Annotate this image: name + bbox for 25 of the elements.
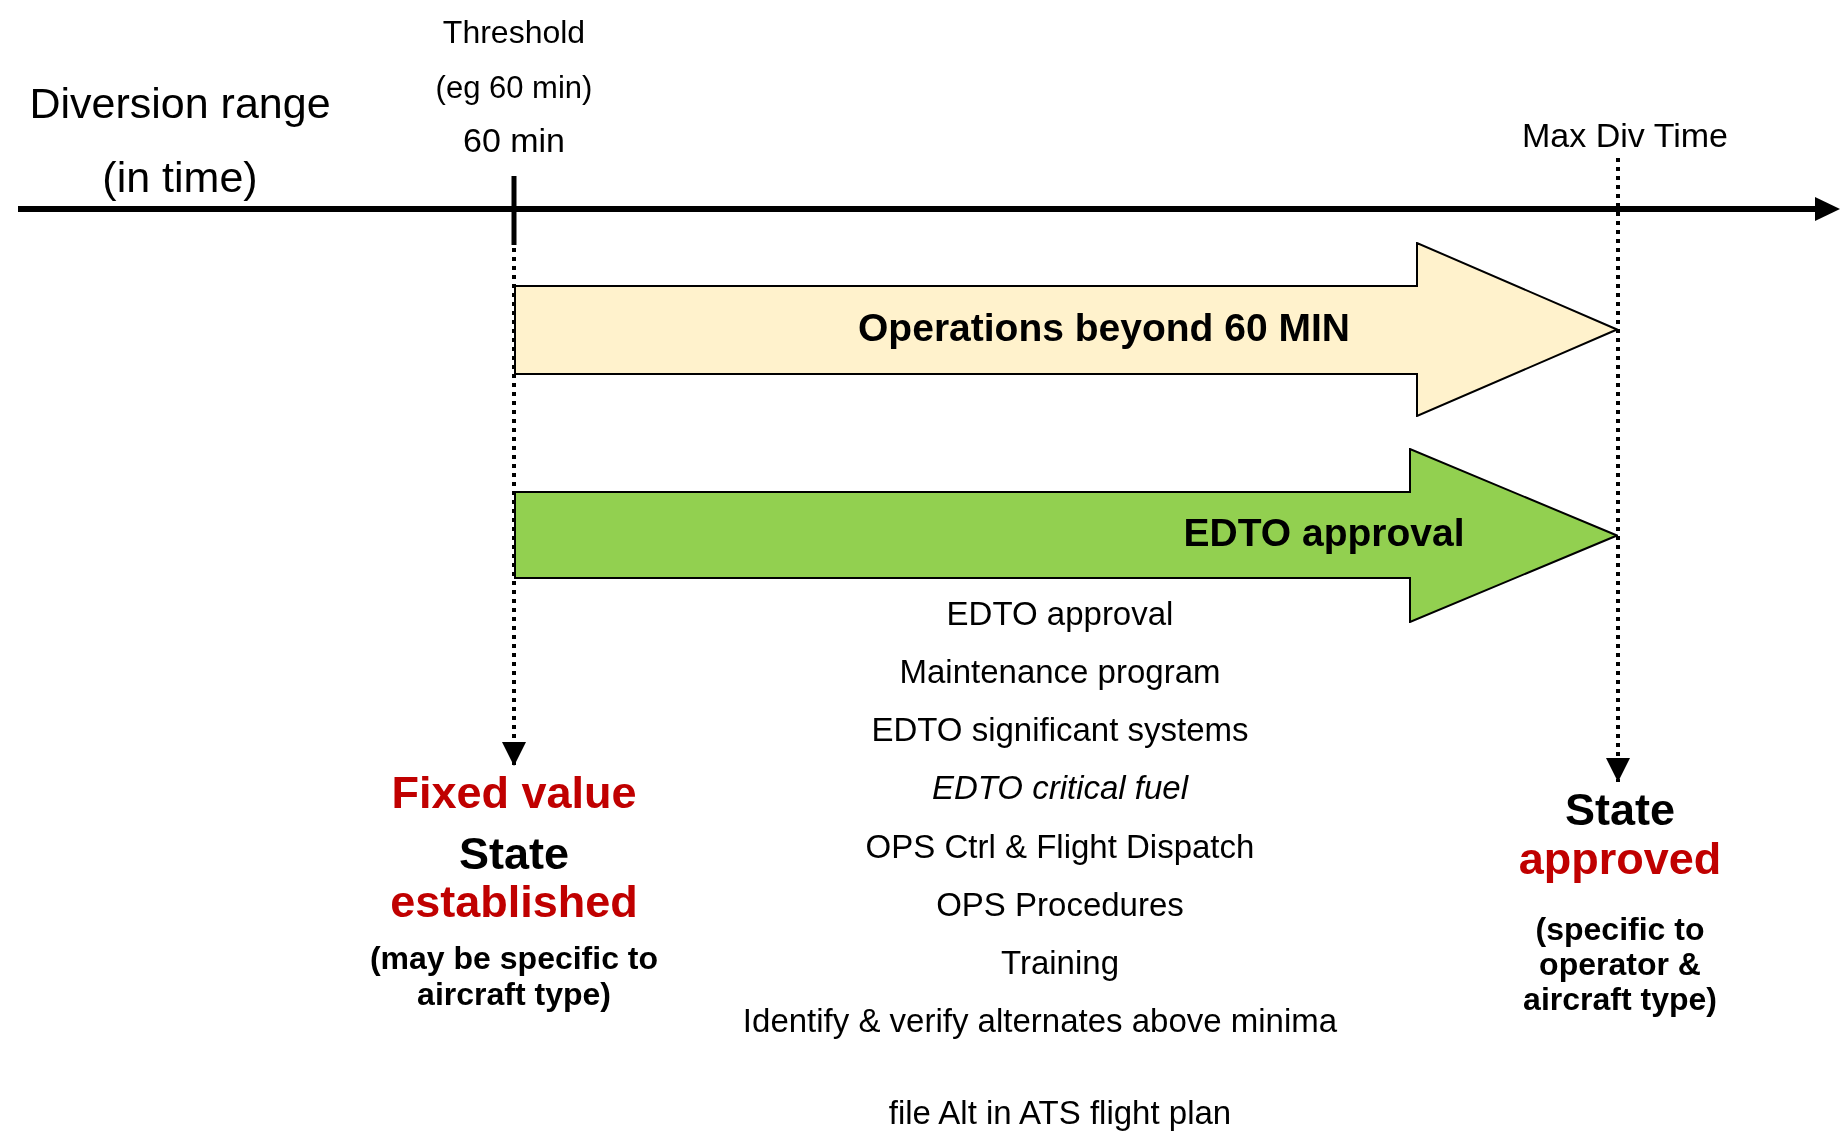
status-text: (may be specific to aircraft type) <box>368 940 660 1012</box>
axis-label: Threshold <box>441 13 587 52</box>
bullet-item: EDTO approval <box>945 596 1175 632</box>
bullet-item: file Alt in ATS flight plan <box>887 1095 1233 1131</box>
dotted-arrow <box>1606 158 1630 782</box>
bullet-item: Maintenance program <box>898 654 1222 690</box>
arrow-label: Operations beyond 60 MIN <box>857 306 1351 350</box>
status-text: (specific to operator & aircraft type) <box>1522 912 1718 1017</box>
bullet-item: OPS Procedures <box>935 887 1185 923</box>
status-text: State <box>457 830 570 878</box>
axis-label: Max Div Time <box>1521 115 1729 156</box>
bullet-item: OPS Ctrl & Flight Dispatch <box>864 829 1256 865</box>
axis-label: (eg 60 min) <box>434 69 594 107</box>
arrow-label: EDTO approval <box>1182 511 1466 555</box>
block-arrow <box>514 242 1618 417</box>
axis-title: Diversion range (in time) <box>28 78 332 203</box>
status-text: Fixed value <box>390 770 638 816</box>
status-text: State <box>1563 786 1676 834</box>
status-text: approved <box>1517 834 1723 884</box>
bullet-item: EDTO critical fuel <box>930 770 1190 806</box>
axis-label: 60 min <box>461 120 567 161</box>
bullet-item: Identify & verify alternates above minima <box>741 1003 1339 1039</box>
bullet-item: Training <box>1000 945 1120 981</box>
status-text: established <box>389 878 639 926</box>
bullet-item: EDTO significant systems <box>870 712 1250 748</box>
